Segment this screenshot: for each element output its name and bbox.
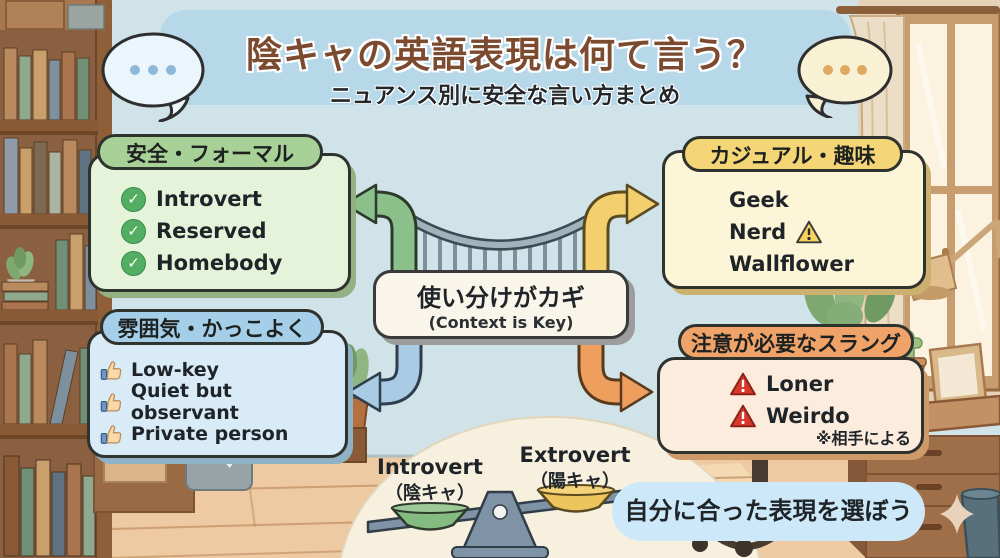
- safe-formal-card: 安全・フォーマル ✓ Introvert ✓ Reserved ✓ Homebo…: [88, 134, 351, 292]
- footer-message: 自分に合った表現を選ぼう: [612, 482, 925, 541]
- speech-bubble-left-icon: [101, 32, 205, 122]
- page-title: 陰キャの英語表現は何て言う？: [245, 35, 764, 76]
- list-item: Weirdo: [730, 404, 850, 428]
- context-key-en: (Context is Key): [428, 313, 574, 332]
- alert-icon: [730, 404, 756, 428]
- term-label: Quiet but observant: [130, 380, 239, 424]
- term-label: Homebody: [156, 251, 283, 275]
- term-label: Introvert: [156, 187, 262, 211]
- caution-slang-card: 注意が必要なスラング Loner Weirdo ※相手による: [657, 324, 924, 454]
- list-item: Geek: [729, 188, 854, 212]
- bridge-cable: [390, 204, 610, 251]
- list-item: ✓ Reserved: [121, 218, 282, 244]
- scale-label-extrovert-jp: （陽キャ）: [530, 471, 620, 492]
- list-item: Private person: [100, 422, 345, 446]
- curtain-rod: [836, 6, 1000, 14]
- scale-label-extrovert-en: Extrovert: [519, 443, 631, 467]
- arrow-yellow: [582, 183, 660, 274]
- list-item: Loner: [730, 372, 850, 396]
- list-item: ✓ Introvert: [121, 186, 282, 212]
- check-icon: ✓: [121, 250, 146, 276]
- header: 陰キャの英語表現は何て言う？ ニュアンス別に安全な言い方まとめ: [160, 10, 850, 109]
- term-label: Reserved: [156, 219, 267, 243]
- picture-frame: [928, 342, 988, 408]
- slang-note: ※相手による: [815, 429, 911, 448]
- term-label: Geek: [729, 188, 789, 212]
- list-item: Quiet but observant: [100, 380, 345, 424]
- check-icon: ✓: [121, 218, 146, 244]
- scale-pan-extrovert: [536, 484, 616, 513]
- warning-icon: [796, 220, 823, 244]
- sparkle-icon: [940, 494, 974, 534]
- thumbs-up-icon: [100, 360, 122, 380]
- list-item: Nerd: [729, 220, 854, 244]
- casual-hobby-label: カジュアル・趣味: [682, 136, 903, 172]
- speech-bubble-right-icon: [797, 35, 893, 118]
- arrow-blue: [346, 332, 423, 413]
- scale-label-extrovert: Extrovert （陽キャ）: [500, 443, 650, 493]
- scale-label-introvert: Introvert （陰キャ）: [355, 455, 505, 505]
- arrow-green: [342, 183, 418, 274]
- safe-formal-label: 安全・フォーマル: [97, 134, 323, 170]
- scale-label-introvert-jp: （陰キャ）: [385, 483, 475, 504]
- scale-pan-introvert: [390, 502, 470, 531]
- term-label: Wallflower: [729, 252, 854, 276]
- term-label: Private person: [131, 423, 289, 445]
- bridge-and-arrows: [342, 183, 660, 413]
- caution-slang-label: 注意が必要なスラング: [678, 324, 914, 360]
- thumbs-up-icon: [100, 392, 122, 412]
- term-label: Weirdo: [766, 404, 850, 428]
- list-item: Low-key: [100, 358, 345, 382]
- cool-vibe-label: 雰囲気・かっこよく: [100, 309, 324, 345]
- scale-label-introvert-en: Introvert: [377, 455, 483, 479]
- term-label: Nerd: [729, 220, 787, 244]
- list-item: Wallflower: [729, 252, 854, 276]
- balance-scale: [366, 484, 630, 558]
- context-key-jp: 使い分けがカギ: [417, 284, 585, 312]
- cool-vibe-card: 雰囲気・かっこよく Low-key Quiet but observant: [87, 309, 348, 458]
- check-icon: ✓: [121, 186, 146, 212]
- thumbs-up-icon: [100, 424, 122, 444]
- casual-hobby-card: カジュアル・趣味 Geek Nerd Wallflower: [662, 136, 926, 289]
- page-subtitle: ニュアンス別に安全な言い方まとめ: [329, 84, 681, 109]
- term-label: Low-key: [131, 359, 219, 381]
- arrow-orange: [577, 332, 654, 413]
- trash-bin: [960, 488, 1000, 558]
- context-key-card: 使い分けがカギ (Context is Key): [373, 270, 629, 339]
- term-label: Loner: [766, 372, 834, 396]
- list-item: ✓ Homebody: [121, 250, 283, 276]
- alert-icon: [730, 372, 756, 396]
